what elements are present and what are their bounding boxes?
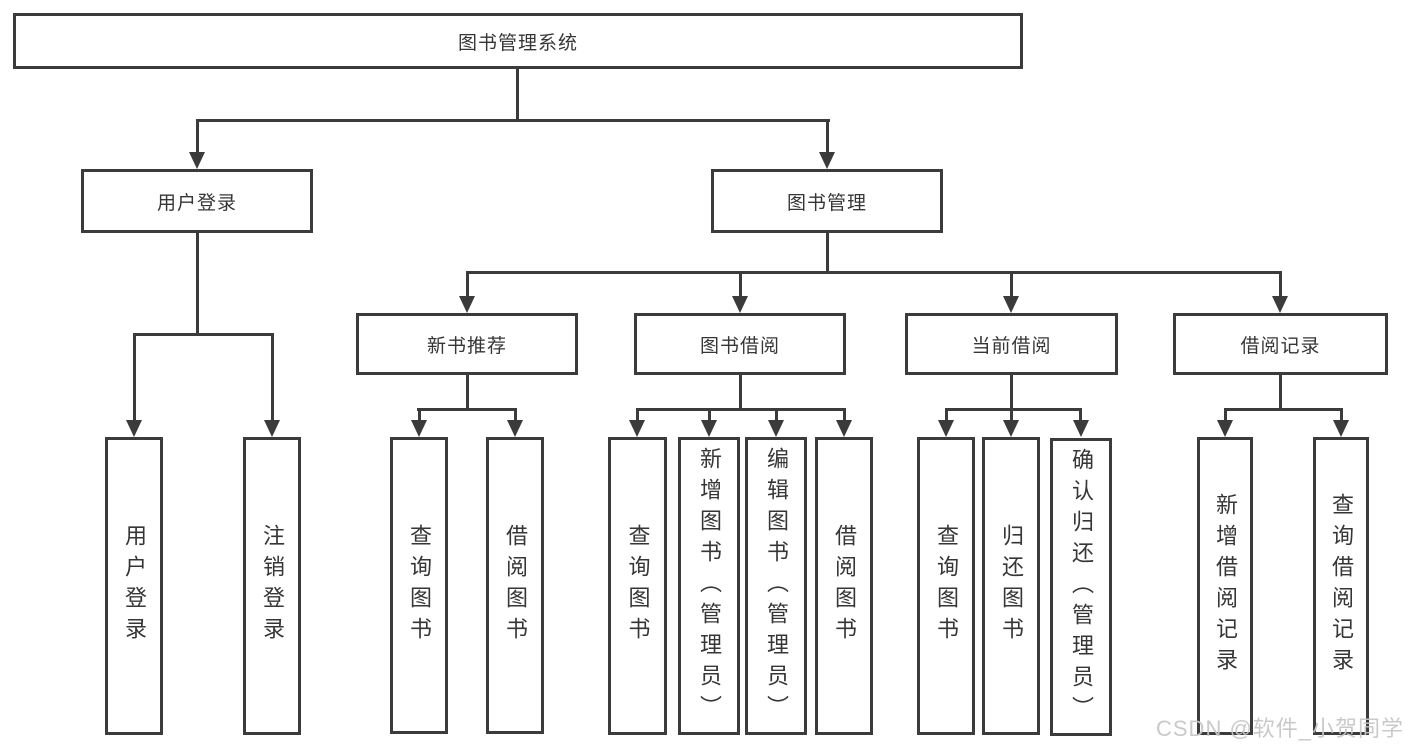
connector-root-bar [196,119,830,122]
connector-current-bar [945,408,1082,411]
arrowhead-down-icon [264,420,280,437]
connector-userlogin-drop-2 [271,333,274,421]
leaf-return-book-label: 归还图书 [999,524,1024,648]
leaf-query-borrow-record: 查询借阅记录 [1313,437,1369,735]
leaf-query-book-current-label: 查询图书 [934,524,959,648]
connector-borrow-drop-3 [775,408,778,421]
node-book-management-label: 图书管理 [786,192,867,214]
connector-record-stem [1279,375,1282,411]
arrowhead-down-icon [459,296,475,313]
node-book-borrow: 图书借阅 [634,313,846,375]
leaf-query-book-borrow: 查询图书 [608,437,667,735]
connector-current-drop-3 [1079,408,1082,421]
csdn-watermark: CSDN @软件_小贺同学 [1156,716,1405,741]
leaf-borrow-book-recommend: 借阅图书 [486,437,544,734]
arrowhead-down-icon [1217,420,1233,437]
leaf-return-book: 归还图书 [982,437,1040,735]
leaf-add-book-admin-label: 新增图书（管理员） [697,446,722,726]
connector-current-stem [1010,375,1013,411]
leaf-edit-book-admin-label: 编辑图书（管理员） [764,446,789,726]
arrowhead-down-icon [1272,296,1288,313]
leaf-edit-book-admin: 编辑图书（管理员） [745,437,807,735]
connector-borrow-drop-4 [843,408,846,421]
leaf-borrow-book: 借阅图书 [815,437,873,735]
node-borrow-record: 借阅记录 [1173,313,1388,375]
connector-borrow-bar [636,408,845,411]
arrowhead-down-icon [836,420,852,437]
leaf-logout-login: 注销登录 [243,437,301,735]
node-borrow-record-label: 借阅记录 [1240,335,1321,357]
leaf-add-borrow-record: 新增借阅记录 [1197,437,1253,735]
arrowhead-down-icon [629,420,645,437]
arrowhead-down-icon [411,420,427,437]
leaf-query-book-recommend: 查询图书 [390,437,448,734]
leaf-logout-login-label: 注销登录 [260,524,285,648]
node-book-management: 图书管理 [711,169,943,233]
connector-recommend-drop-1 [418,408,421,421]
arrowhead-down-icon [1003,296,1019,313]
node-new-book-recommend: 新书推荐 [356,313,578,375]
arrowhead-down-icon [701,420,717,437]
leaf-user-login-label: 用户登录 [122,524,147,648]
leaf-borrow-book-recommend-label: 借阅图书 [503,523,528,648]
connector-record-bar [1224,408,1342,411]
arrowhead-down-icon [507,420,523,437]
connector-userlogin-stem [196,233,199,336]
leaf-confirm-return-admin: 确认归还（管理员） [1050,438,1112,736]
connector-bookmgmt-stem [826,233,829,274]
arrowhead-down-icon [1073,420,1089,437]
leaf-user-login: 用户登录 [105,437,163,735]
leaf-borrow-book-label: 借阅图书 [832,524,857,648]
node-user-login: 用户登录 [81,169,313,233]
leaf-query-book-borrow-label: 查询图书 [625,524,651,648]
leaf-query-book-recommend-label: 查询图书 [407,523,432,648]
node-current-borrow: 当前借阅 [905,313,1118,375]
connector-borrow-drop-1 [636,408,639,421]
node-new-book-recommend-label: 新书推荐 [426,335,507,357]
node-current-borrow-label: 当前借阅 [971,335,1052,357]
arrowhead-down-icon [126,420,142,437]
arrowhead-down-icon [189,152,205,169]
connector-root-stem [516,69,519,120]
node-user-login-label: 用户登录 [156,192,237,214]
connector-bookmgmt-drop-4 [1279,271,1282,298]
node-root: 图书管理系统 [13,13,1023,69]
connector-bookmgmt-drop-1 [466,271,469,298]
connector-record-drop-1 [1224,408,1227,421]
connector-bookmgmt-drop-2 [739,271,742,298]
connector-current-drop-1 [945,408,948,421]
connector-recommend-drop-2 [514,408,517,421]
connector-root-drop-left [196,119,199,153]
connector-record-drop-2 [1340,408,1343,421]
arrowhead-down-icon [1333,420,1349,437]
connector-current-drop-2 [1010,408,1013,421]
leaf-query-borrow-record-label: 查询借阅记录 [1329,493,1354,679]
arrowhead-down-icon [819,152,835,169]
connector-recommend-stem [466,375,469,411]
connector-bookmgmt-drop-3 [1010,271,1013,298]
connector-userlogin-bar [133,333,274,336]
leaf-query-book-current: 查询图书 [917,437,975,735]
connector-userlogin-drop-1 [133,333,136,421]
arrowhead-down-icon [768,420,784,437]
arrowhead-down-icon [732,296,748,313]
node-book-borrow-label: 图书借阅 [699,335,780,357]
arrowhead-down-icon [1003,420,1019,437]
connector-root-drop-right [826,119,829,153]
leaf-confirm-return-admin-label: 确认归还（管理员） [1069,447,1094,727]
connector-borrow-drop-2 [708,408,711,421]
connector-recommend-bar [417,408,516,411]
connector-borrow-stem [739,375,742,411]
connector-bookmgmt-bar [466,271,1282,274]
arrowhead-down-icon [938,420,954,437]
node-root-label: 图书管理系统 [457,32,578,54]
leaf-add-borrow-record-label: 新增借阅记录 [1213,493,1238,679]
leaf-add-book-admin: 新增图书（管理员） [678,437,740,735]
